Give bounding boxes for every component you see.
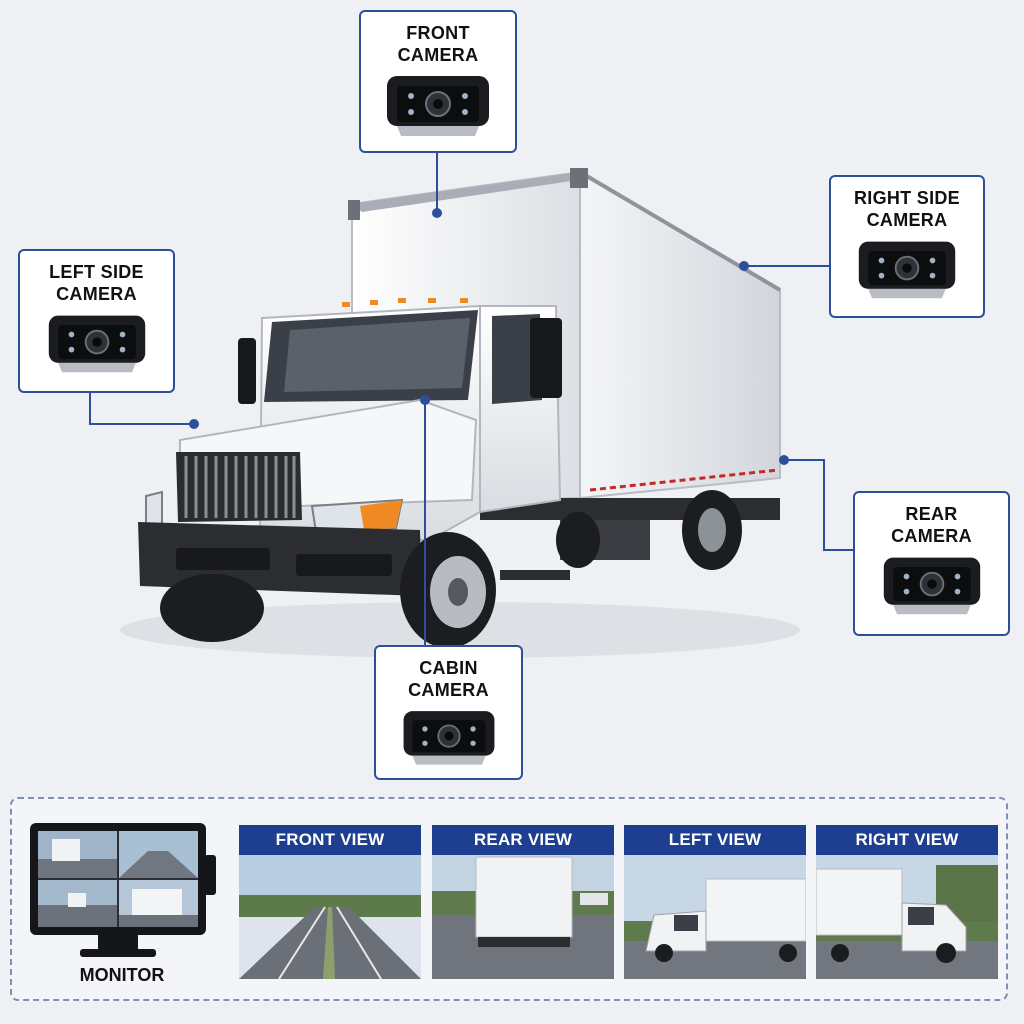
camera-icon — [883, 557, 980, 615]
camera-icon — [48, 315, 145, 373]
right-side-camera-callout: RIGHT SIDE CAMERA — [829, 175, 985, 318]
connector-dot-cabin — [420, 395, 430, 405]
monitor-icon — [30, 823, 216, 957]
front-view-label: FRONT VIEW — [239, 825, 421, 855]
camera-icon — [403, 711, 494, 765]
camera-icon — [387, 76, 489, 136]
monitor-label: MONITOR — [79, 965, 165, 985]
right-view-card: RIGHT VIEW — [815, 825, 998, 979]
left-view-image — [624, 855, 807, 979]
right-view-image — [815, 855, 998, 979]
rear-view-image — [432, 855, 614, 979]
connector-dot-right — [739, 261, 749, 271]
left-side-camera-label: LEFT SIDE CAMERA — [49, 262, 144, 304]
connector-dot-rear — [779, 455, 789, 465]
front-camera-label: FRONT CAMERA — [397, 23, 479, 65]
connector-rear — [784, 459, 854, 551]
rear-camera-callout: REAR CAMERA — [853, 491, 1010, 636]
rear-view-card: REAR VIEW — [432, 825, 614, 979]
cabin-camera-callout: CABIN CAMERA — [374, 645, 523, 780]
camera-icon — [858, 241, 956, 299]
left-view-card: LEFT VIEW — [624, 825, 807, 979]
views-panel: MONITOR FRONT VIEW REAR VIEW LEFT VIEW — [10, 797, 1008, 1001]
left-view-label: LEFT VIEW — [624, 825, 806, 855]
connector-left — [89, 392, 194, 425]
connector-dot-front — [432, 208, 442, 218]
front-view-image — [239, 855, 421, 980]
cabin-camera-label: CABIN CAMERA — [408, 658, 489, 700]
front-view-card: FRONT VIEW — [239, 825, 421, 980]
connector-lines — [89, 150, 854, 646]
connector-dot-left — [189, 419, 199, 429]
left-side-camera-callout: LEFT SIDE CAMERA — [18, 249, 175, 393]
front-camera-callout: FRONT CAMERA — [359, 10, 517, 153]
right-side-camera-label: RIGHT SIDE CAMERA — [853, 188, 960, 230]
rear-view-label: REAR VIEW — [432, 825, 614, 855]
box-truck-illustration — [138, 168, 782, 648]
right-view-label: RIGHT VIEW — [816, 825, 998, 855]
cargo-box-side — [579, 170, 781, 500]
rear-camera-label: REAR CAMERA — [891, 504, 972, 546]
